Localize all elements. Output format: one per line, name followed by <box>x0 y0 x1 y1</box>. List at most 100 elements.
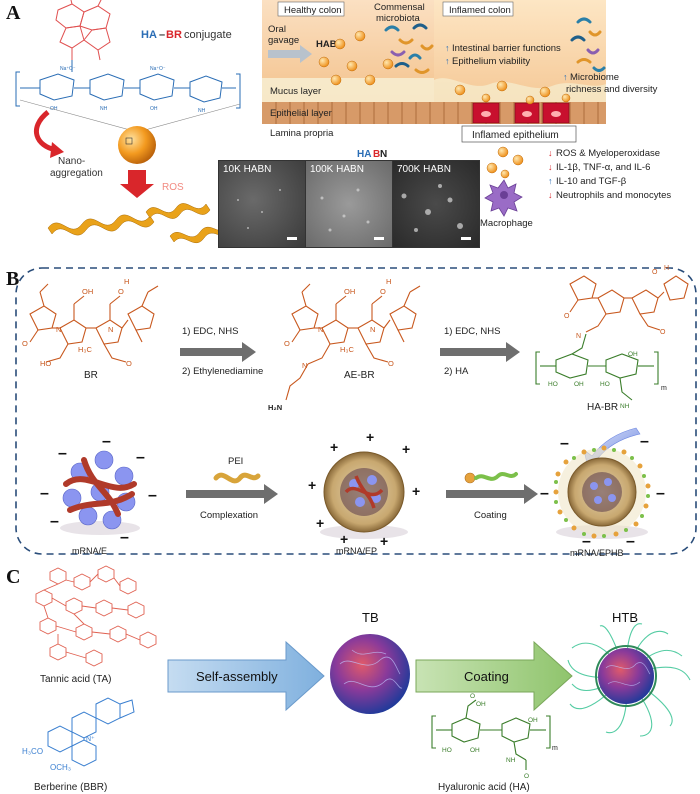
habr-label: HA-BR <box>587 402 618 413</box>
svg-text:OH: OH <box>528 717 538 724</box>
habn-label: HABN <box>316 39 344 50</box>
plus-sign: + <box>316 515 324 531</box>
macrophage-icon <box>484 179 523 217</box>
htb-particle <box>567 623 691 737</box>
effect-arrow-4: ↓ <box>548 190 553 200</box>
svg-text:OH: OH <box>628 351 638 358</box>
svg-text:OH: OH <box>150 106 158 112</box>
coating-label-b: Coating <box>474 510 507 521</box>
svg-text:N: N <box>108 325 113 334</box>
minus-sign: – <box>640 433 649 450</box>
effect-text-4: Neutrophils and monocytes <box>556 190 671 201</box>
svg-text:H₃C: H₃C <box>340 345 354 354</box>
microbiome-text-1: Microbiome <box>570 72 619 83</box>
self-assembly-label: Self-assembly <box>196 669 278 684</box>
panel-a-letter: A <box>6 2 21 24</box>
inflamed-nuclei <box>481 111 561 117</box>
panel-b-dashed-frame <box>15 267 697 555</box>
step1-line2: 2) Ethylenediamine <box>182 366 263 377</box>
svg-text:OH: OH <box>344 287 355 296</box>
microbiome-arrow: ↑ <box>563 72 568 82</box>
commensal-label-1: Commensal <box>374 2 425 13</box>
svg-text:O: O <box>126 359 132 368</box>
tb-sphere <box>330 634 410 714</box>
habr-mini-head <box>464 472 476 484</box>
plus-sign: + <box>412 483 420 499</box>
healthy-colon-label: Healthy colon <box>284 5 342 16</box>
svg-text:HO: HO <box>40 359 51 368</box>
svg-text:N: N <box>576 333 581 340</box>
tannic-acid-structure <box>35 565 157 667</box>
macrophage-label: Macrophage <box>480 218 533 229</box>
inflamed-colon-box <box>442 1 514 17</box>
panel-c-letter: C <box>6 566 21 588</box>
berberine-label: Berberine (BBR) <box>34 782 107 793</box>
micrograph-100k: 100K HABN <box>305 160 393 248</box>
minus-sign: – <box>58 445 67 462</box>
complexation-arrow <box>186 484 278 504</box>
barrier-text: Intestinal barrier functions <box>452 43 561 54</box>
svg-text:NH: NH <box>198 108 206 114</box>
mrna-e-particle <box>60 450 140 535</box>
step2-line1: 1) EDC, NHS <box>444 326 500 337</box>
inflamed-epithelium-label: Inflamed epithelium <box>472 130 559 141</box>
conjugate-label-ha: HA <box>141 29 157 41</box>
svg-text:HO: HO <box>442 747 452 754</box>
svg-text:NH: NH <box>100 106 108 112</box>
step1-line1: 1) EDC, NHS <box>182 326 238 337</box>
habr-br-part <box>569 275 689 333</box>
h2n-label: H₂N <box>268 403 282 412</box>
ros-label: ROS <box>162 182 184 193</box>
br-label: BR <box>84 370 98 381</box>
htb-label: HTB <box>612 610 638 625</box>
zoom-line-left <box>19 99 131 131</box>
micrograph-700k-label: 700K HABN <box>397 164 451 175</box>
svg-text:O: O <box>470 693 475 700</box>
ros-down-arrow <box>120 170 154 198</box>
microbiome-text-2: richness and diversity <box>566 84 658 95</box>
minus-sign: – <box>148 487 157 504</box>
minus-sign: – <box>560 435 569 452</box>
plus-sign: + <box>330 439 338 455</box>
nanoparticle <box>118 126 156 164</box>
svg-text:O: O <box>118 287 124 296</box>
svg-text:H: H <box>664 265 669 272</box>
svg-text:Na⁺O⁻: Na⁺O⁻ <box>150 66 166 72</box>
conjugate-label-suffix: conjugate <box>184 29 232 41</box>
svg-text:N: N <box>56 325 61 334</box>
mrna-ephb-particle <box>553 445 651 539</box>
effect-arrow-1: ↓ <box>548 148 553 158</box>
mrna-e-charges: – – – – – – – <box>40 433 157 546</box>
complexation-label: Complexation <box>200 510 258 521</box>
svg-text:H: H <box>386 277 391 286</box>
minus-sign: – <box>102 433 111 450</box>
effect-arrow-2: ↓ <box>548 162 553 172</box>
micrograph-100k-label: 100K HABN <box>310 164 364 175</box>
step1-arrow <box>180 342 256 362</box>
micrograph-dots <box>237 184 463 232</box>
oral-gavage-label-2: gavage <box>268 35 299 46</box>
tb-label: TB <box>362 610 379 625</box>
mucus-layer-label: Mucus layer <box>270 86 321 97</box>
step2-arrow <box>440 342 520 362</box>
effect-arrow-3: ↑ <box>548 176 553 186</box>
ha-br-structure: OHNHOHNH Na⁺O⁻Na⁺O⁻ <box>15 0 241 114</box>
svg-text:O: O <box>22 339 28 348</box>
effect-text-3: IL-10 and TGF-β <box>556 176 627 187</box>
scale-bar <box>374 237 384 240</box>
svg-text:O: O <box>652 269 658 276</box>
minus-sign: – <box>656 485 665 502</box>
minus-sign: – <box>540 485 549 502</box>
micrographs-header-ha: HA <box>357 149 371 160</box>
tannic-acid-label: Tannic acid (TA) <box>40 674 112 685</box>
minus-sign: – <box>582 533 591 550</box>
habr-m-label: m <box>661 385 667 392</box>
minus-sign: – <box>40 485 49 502</box>
micrographs-header-n: N <box>380 149 387 160</box>
och3-label: OCH₃ <box>50 763 71 772</box>
healthy-colon-box <box>277 1 345 17</box>
